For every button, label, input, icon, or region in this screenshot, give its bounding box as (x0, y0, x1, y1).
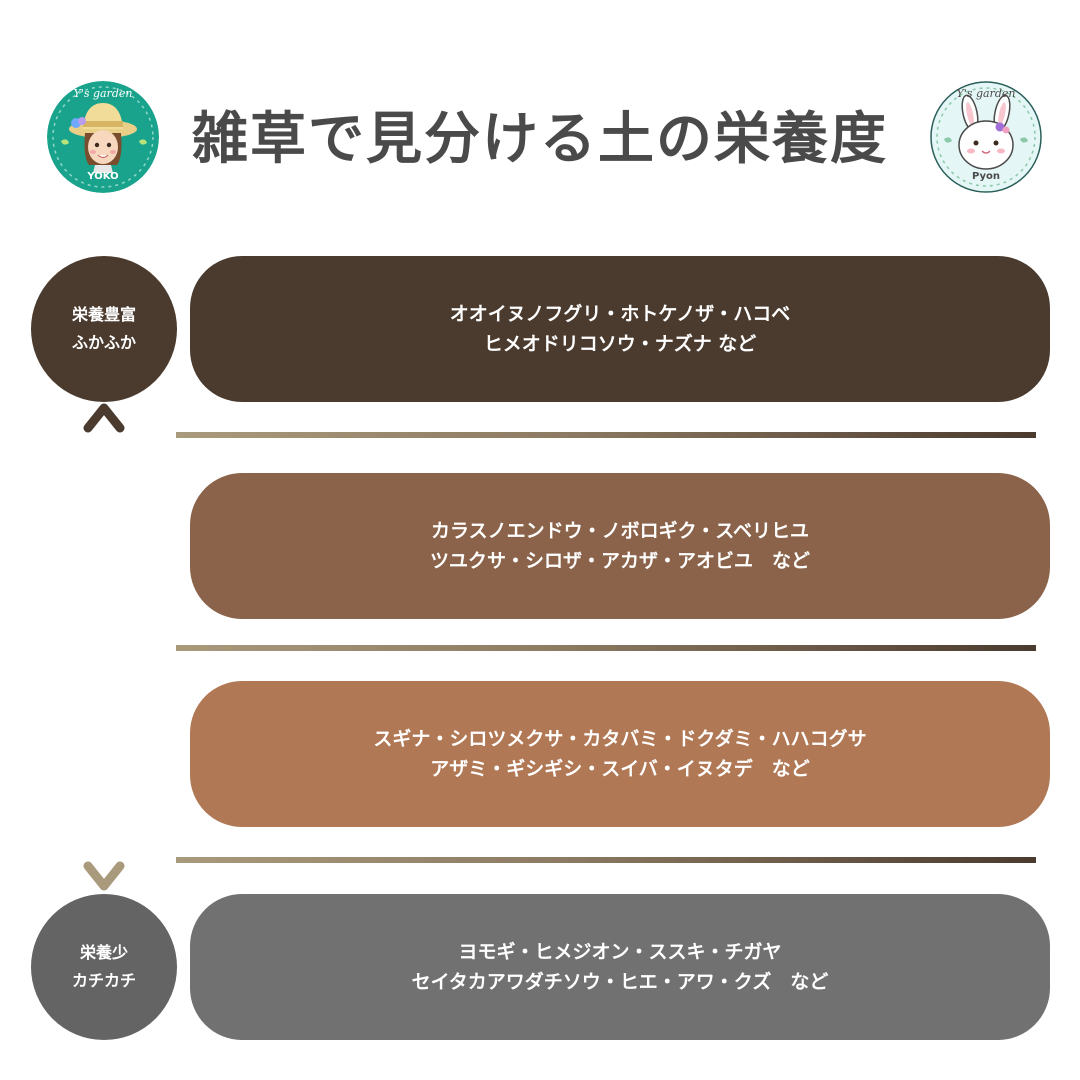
weed-level-2-line2: ツユクサ・シロザ・アカザ・アオビユ など (429, 550, 810, 572)
double-arrow-icon (83, 403, 125, 891)
weed-level-4: ヨモギ・ヒメジオン・ススキ・チガヤ セイタカアワダチソウ・ヒエ・アワ・クズ など (190, 894, 1050, 1040)
weed-level-1: オオイヌノフグリ・ホトケノザ・ハコベ ヒメオドリコソウ・ナズナ など (190, 256, 1050, 402)
weed-level-4-line1: ヨモギ・ヒメジオン・ススキ・チガヤ (458, 941, 782, 963)
divider-line (176, 432, 1036, 438)
weed-level-2-line1: カラスノエンドウ・ノボロギク・スベリヒユ (431, 520, 809, 542)
weed-level-1-line2: ヒメオドリコソウ・ナズナ など (483, 333, 757, 355)
yoko-logo: Y's garden YOKO (47, 81, 159, 193)
weed-level-2: カラスノエンドウ・ノボロギク・スベリヒユ ツユクサ・シロザ・アカザ・アオビユ な… (190, 473, 1050, 619)
weed-level-3-line2: アザミ・ギシギシ・スイバ・イヌタデ など (430, 758, 810, 780)
pyon-logo: Y's garden Pyon (930, 81, 1042, 193)
low-nutrient-line1: 栄養少 (79, 943, 128, 962)
logo-right-name: Pyon (971, 171, 1001, 182)
weed-level-4-line2: セイタカアワダチソウ・ヒエ・アワ・クズ など (411, 971, 829, 993)
weed-level-3: スギナ・シロツメクサ・カタバミ・ドクダミ・ハハコグサ アザミ・ギシギシ・スイバ・… (190, 681, 1050, 827)
low-nutrient-label: 栄養少 カチカチ (31, 894, 177, 1040)
divider-line (176, 645, 1036, 651)
high-nutrient-label: 栄養豊富 ふかふか (31, 256, 177, 402)
weed-level-3-line1: スギナ・シロツメクサ・カタバミ・ドクダミ・ハハコグサ (373, 728, 867, 750)
page-title: 雑草で見分ける土の栄養度 (192, 107, 888, 172)
logo-left-brand: Y's garden (73, 87, 133, 100)
weed-level-1-line1: オオイヌノフグリ・ホトケノザ・ハコベ (449, 303, 791, 325)
divider-line (176, 857, 1036, 863)
logo-right-brand: Y's garden (956, 87, 1016, 100)
high-nutrient-line2: ふかふか (71, 333, 136, 352)
logo-left-name: YOKO (87, 171, 119, 182)
low-nutrient-line2: カチカチ (71, 971, 136, 990)
high-nutrient-line1: 栄養豊富 (71, 305, 136, 324)
